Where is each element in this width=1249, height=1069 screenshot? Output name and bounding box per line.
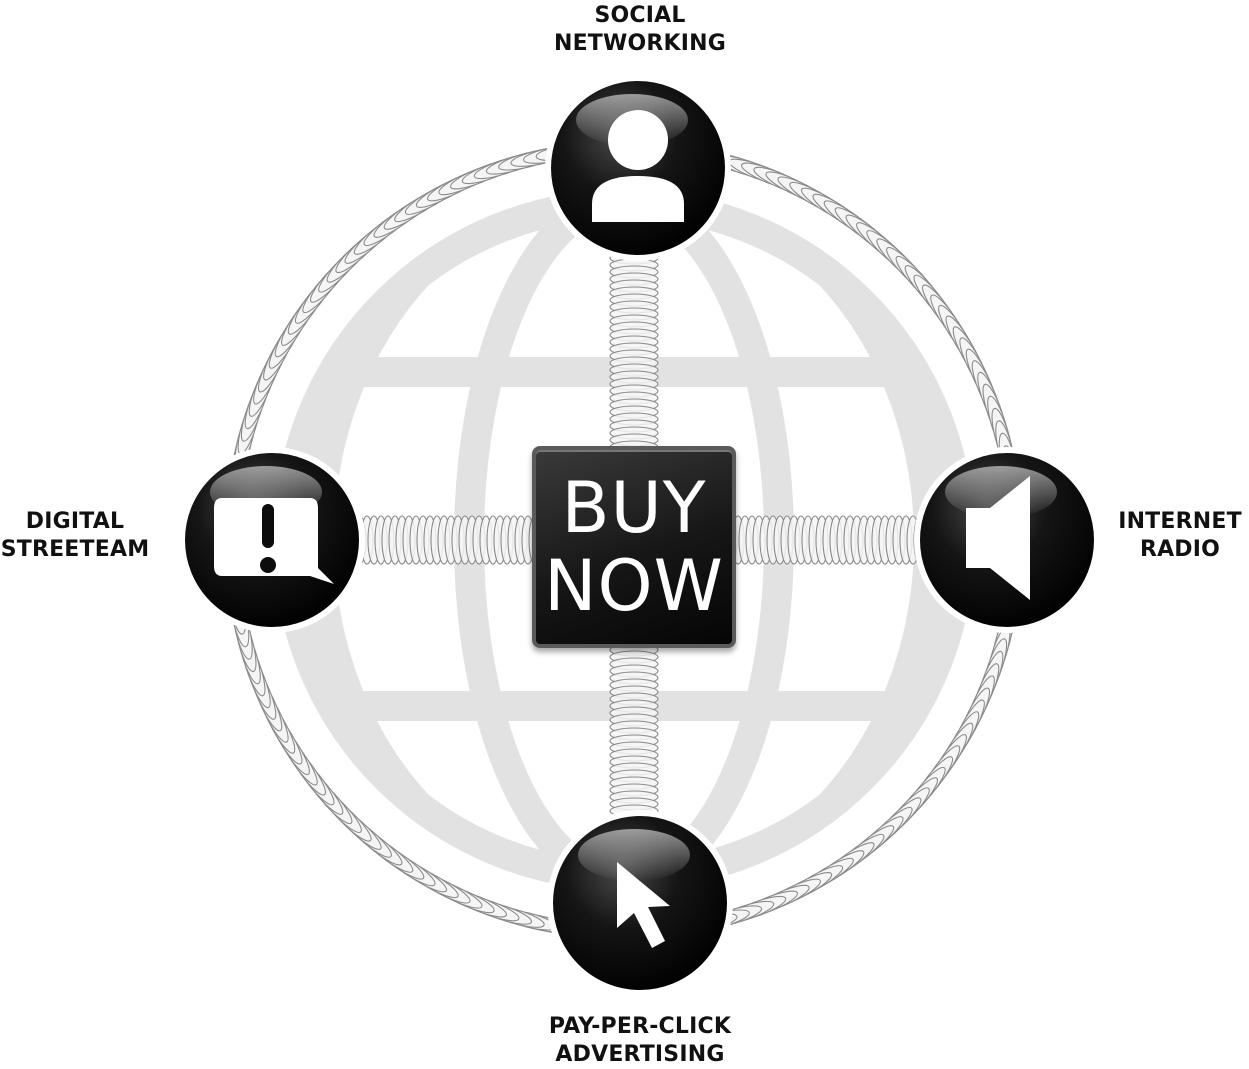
digital-streeteam-label: DIGITAL STREETEAM xyxy=(0,508,150,564)
digital-streeteam-label-line2: STREETEAM xyxy=(0,537,150,562)
buy-now-button[interactable]: BUY NOW xyxy=(532,446,736,648)
social-networking-label: SOCIAL NETWORKING xyxy=(540,2,740,58)
pay-per-click-label-line2: ADVERTISING xyxy=(555,1042,725,1067)
social-networking-label-line1: SOCIAL xyxy=(594,3,686,28)
buy-now-line1: BUY xyxy=(561,467,707,549)
cursor-arrow-icon xyxy=(617,862,670,948)
pay-per-click-label-line1: PAY-PER-CLICK xyxy=(548,1014,732,1039)
digital-streeteam-node[interactable] xyxy=(179,447,365,633)
buy-now-line2: NOW xyxy=(544,545,724,627)
internet-radio-label: INTERNET RADIO xyxy=(1110,508,1249,564)
person-icon xyxy=(592,110,684,222)
internet-radio-label-line2: RADIO xyxy=(1139,537,1221,562)
social-networking-label-line2: NETWORKING xyxy=(553,31,727,56)
pay-per-click-label: PAY-PER-CLICK ADVERTISING xyxy=(520,1013,760,1069)
social-networking-node[interactable] xyxy=(545,75,731,261)
pay-per-click-node[interactable] xyxy=(547,810,733,996)
exclamation-speech-bubble-icon xyxy=(214,498,334,584)
internet-radio-node[interactable] xyxy=(914,447,1100,633)
internet-radio-label-line1: INTERNET xyxy=(1118,509,1242,534)
speaker-icon xyxy=(966,476,1030,600)
digital-streeteam-label-line1: DIGITAL xyxy=(25,509,125,534)
